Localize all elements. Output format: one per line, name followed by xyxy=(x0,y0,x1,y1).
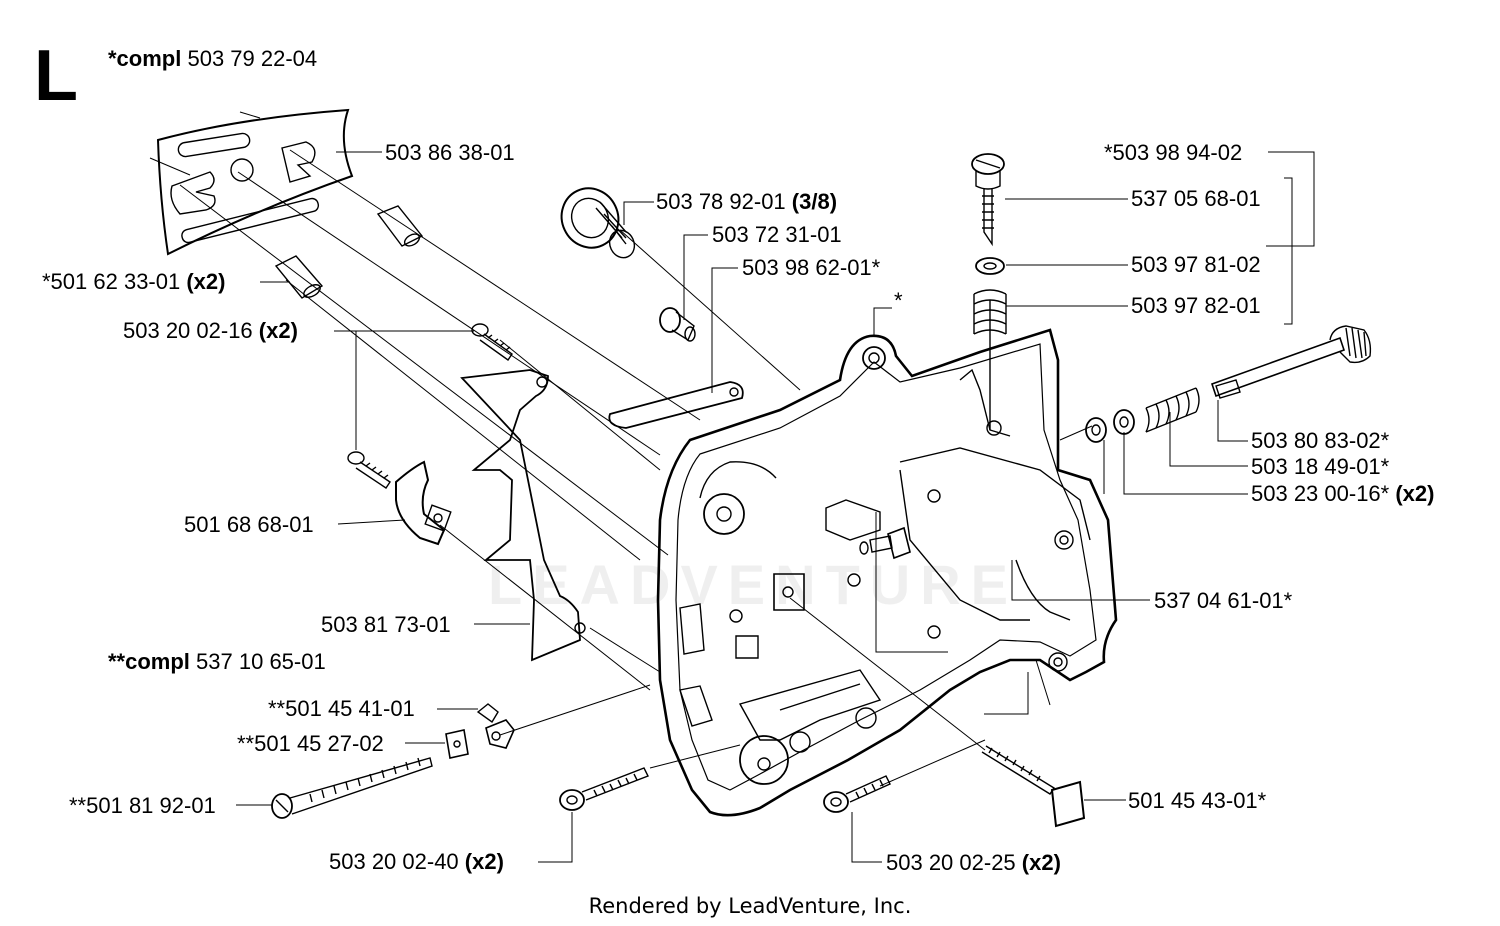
alignment-lines xyxy=(150,112,1092,786)
part-label[interactable]: 503 97 81-02 xyxy=(1131,252,1261,277)
leader-lines xyxy=(236,152,1314,862)
part-label[interactable]: **501 81 92-01 xyxy=(69,793,216,818)
part-label[interactable]: * xyxy=(894,288,903,313)
oil-fitting xyxy=(860,528,910,558)
assembly-label-sub: **compl 537 10 65-01 xyxy=(108,649,326,675)
screws-small xyxy=(348,324,512,488)
bar-studs xyxy=(276,206,422,300)
part-label[interactable]: 503 81 73-01 xyxy=(321,612,451,637)
part-label[interactable]: 501 45 43-01* xyxy=(1128,788,1267,813)
screws-long xyxy=(560,768,890,812)
footer-credit: Rendered by LeadVenture, Inc. xyxy=(588,894,912,918)
part-label[interactable]: 503 20 02-25 (x2) xyxy=(886,850,1061,875)
assembly-part-number: 537 10 65-01 xyxy=(196,649,326,674)
tension-screw xyxy=(1086,326,1370,442)
part-label[interactable]: *501 62 33-01 (x2) xyxy=(42,269,226,294)
gasket-plate xyxy=(462,370,585,660)
clutch-cover xyxy=(658,330,1116,815)
tensioner-plate xyxy=(609,382,742,428)
part-label[interactable]: 503 23 00-16* (x2) xyxy=(1251,481,1435,506)
pin-small xyxy=(660,308,695,341)
part-label[interactable]: 503 98 62-01* xyxy=(742,255,881,280)
part-label[interactable]: **501 45 41-01 xyxy=(268,696,415,721)
part-label[interactable]: 503 97 82-01 xyxy=(1131,293,1261,318)
part-label[interactable]: 537 04 61-01* xyxy=(1154,588,1293,613)
part-label[interactable]: 503 20 02-16 (x2) xyxy=(123,318,298,343)
bar-nut xyxy=(552,179,639,262)
guide-plate xyxy=(158,110,352,254)
adjuster-screw xyxy=(972,154,1006,430)
adjuster-bolt xyxy=(982,746,1084,826)
part-label[interactable]: *503 98 94-02 xyxy=(1104,140,1243,165)
part-label[interactable]: 503 86 38-01 xyxy=(385,140,515,165)
part-label[interactable]: **501 45 27-02 xyxy=(237,731,384,756)
assembly-part-number: 503 79 22-04 xyxy=(187,46,318,71)
part-label[interactable]: 537 05 68-01 xyxy=(1131,186,1261,211)
part-label[interactable]: 503 80 83-02* xyxy=(1251,428,1390,453)
assembly-prefix: *compl xyxy=(108,46,182,71)
watermark: LEADVENTURE xyxy=(488,553,1019,616)
part-label[interactable]: 503 20 02-40 (x2) xyxy=(329,849,504,874)
part-label[interactable]: 503 18 49-01* xyxy=(1251,454,1390,479)
part-label[interactable]: 501 68 68-01 xyxy=(184,512,314,537)
sub-assembly-parts xyxy=(272,704,514,818)
chain-catcher xyxy=(396,462,451,544)
assembly-prefix: **compl xyxy=(108,649,190,674)
assembly-label-main: *compl 503 79 22-04 xyxy=(108,46,317,72)
part-label[interactable]: 503 78 92-01 (3/8) xyxy=(656,189,838,214)
part-label[interactable]: 503 72 31-01 xyxy=(712,222,842,247)
section-letter: L xyxy=(34,36,78,116)
